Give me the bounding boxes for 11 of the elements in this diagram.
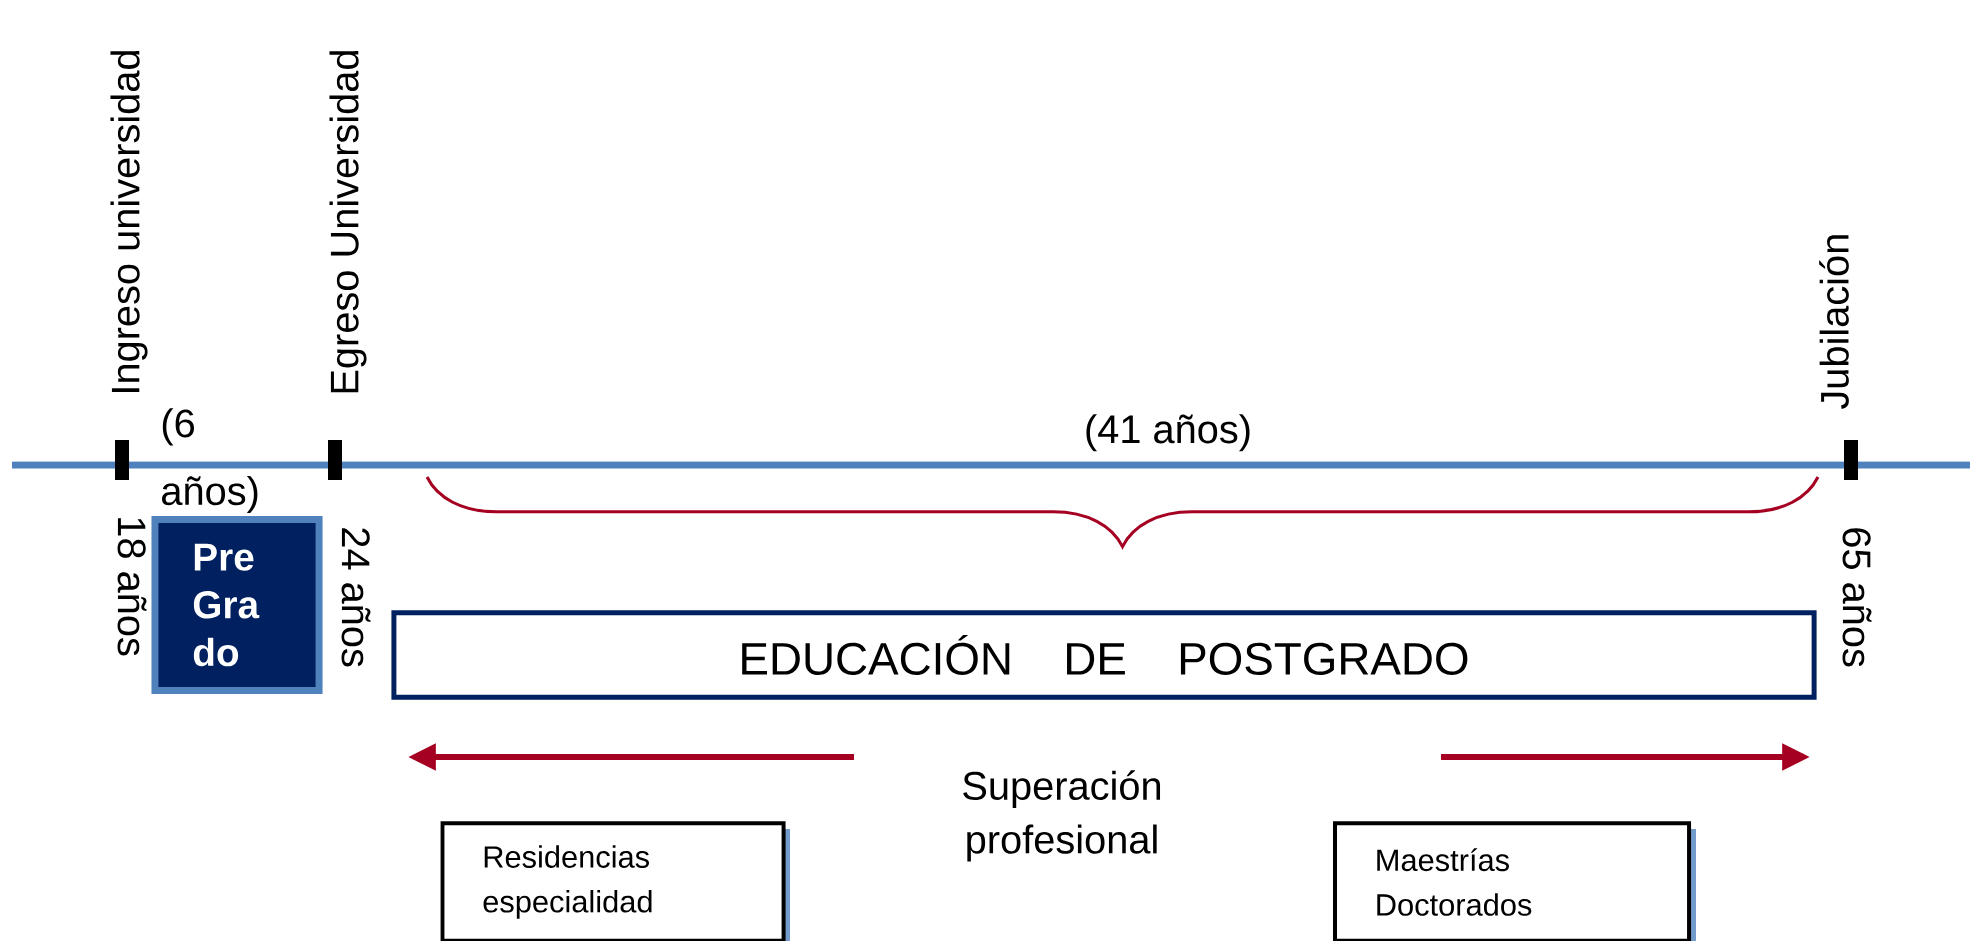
axis-label: Jubilación (1819, 235, 1849, 409)
duration-label: (41 años) (1086, 414, 1250, 452)
age-label: 24 años (341, 528, 371, 667)
text-box: Residencias especialidad (440, 821, 790, 941)
stage-box: Pre Gra do (151, 516, 323, 694)
age-label: 65 años (1842, 528, 1872, 667)
caption-text: Superación profesional (963, 770, 1161, 862)
axis-label: Ingreso universidad (110, 51, 148, 392)
axis-label: Egreso Universidad (329, 51, 367, 393)
stage-box: EDUCACIÓN DE POSTGRADO (391, 610, 1817, 700)
text-box: Maestrías Doctorados (1333, 821, 1696, 941)
